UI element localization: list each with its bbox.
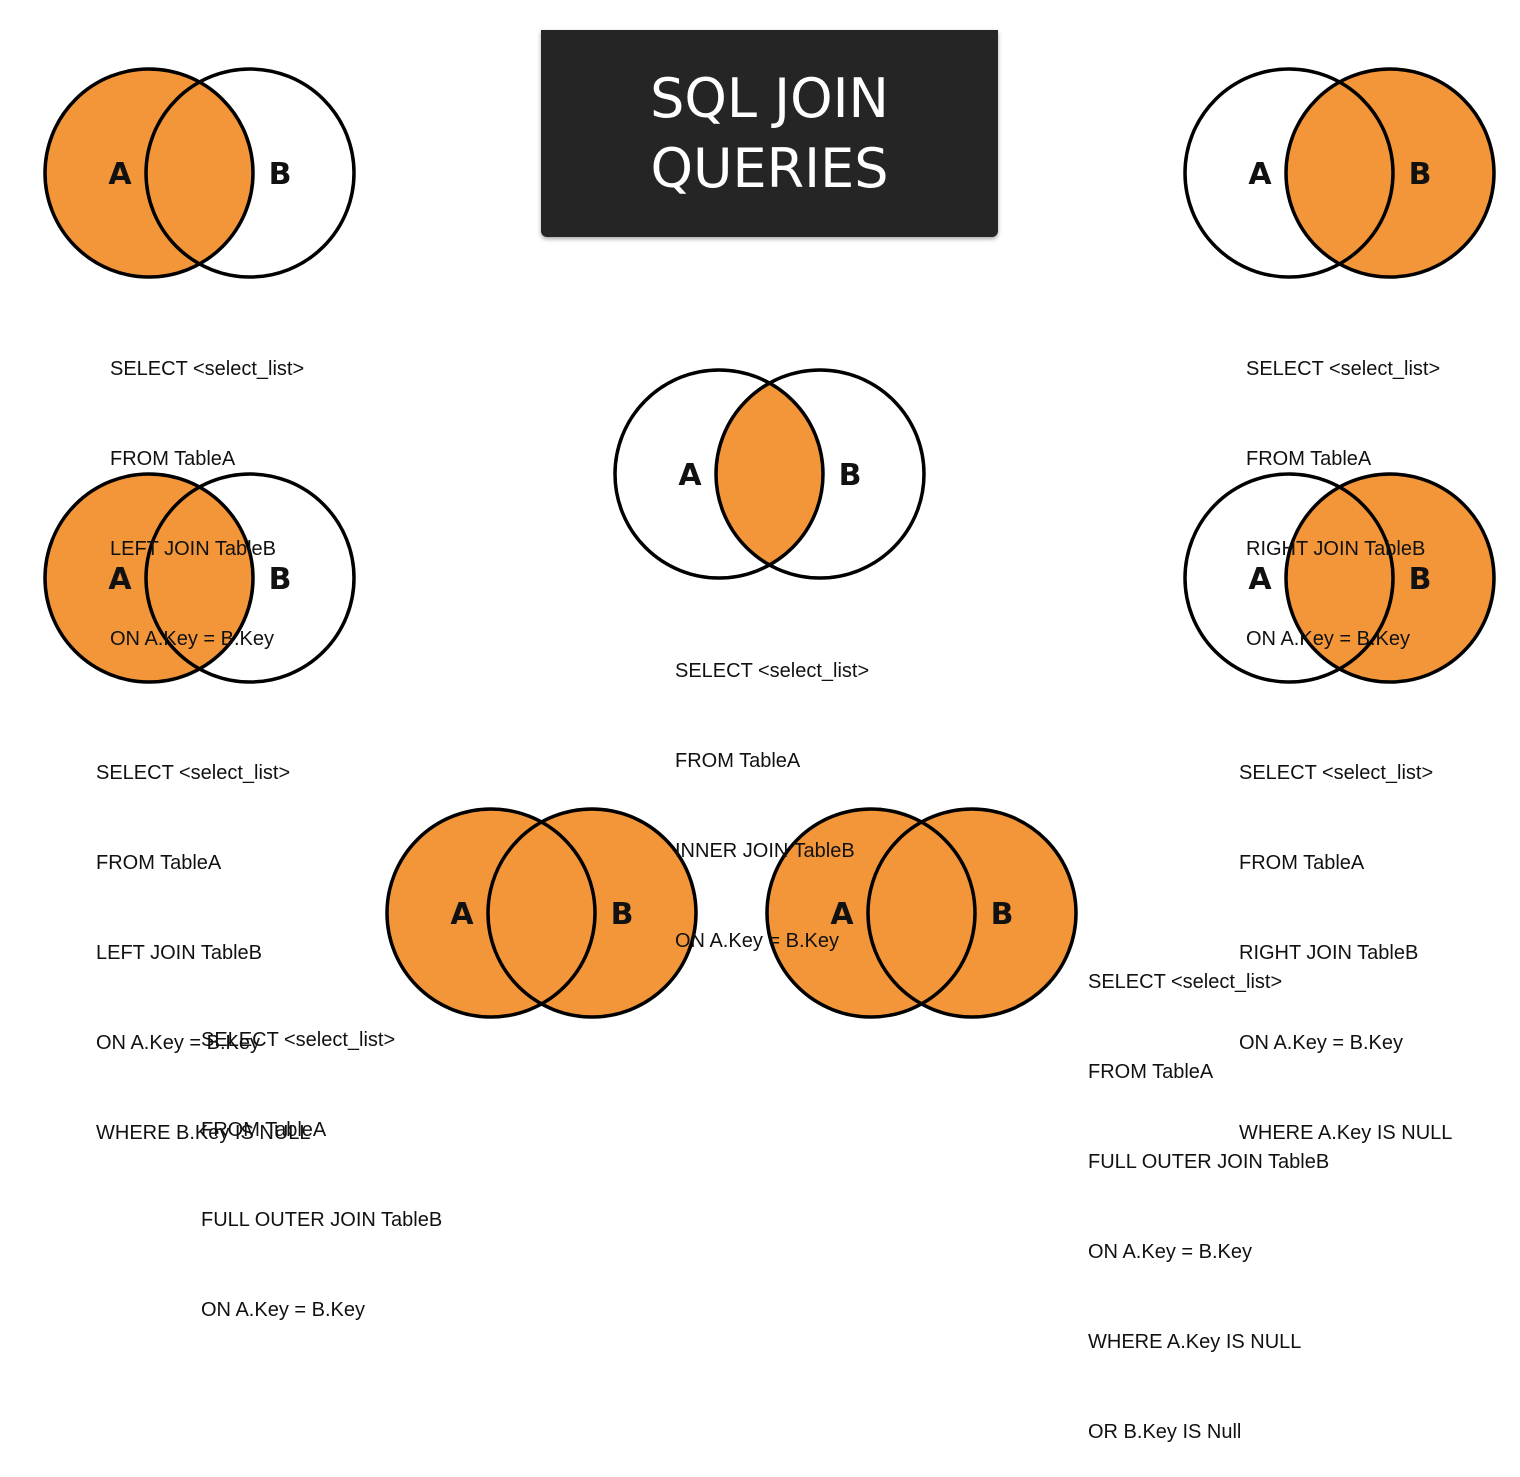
circle-a [385,807,597,1019]
sql-line: FROM TableA [1246,448,1372,470]
sql-line: ON A.Key = B.Key [201,1299,365,1321]
sql-left-join: SELECT <select_list> FROM TableA LEFT JO… [110,294,304,684]
sql-line: FULL OUTER JOIN TableB [1088,1151,1330,1173]
sql-line: OR B.Key IS Null [1088,1421,1242,1443]
circle-a [613,368,825,580]
label-a: A [678,458,702,493]
sql-line: SELECT <select_list> [96,762,291,784]
sql-line: ON A.Key = B.Key [96,1032,260,1054]
region-intersection [1286,82,1393,264]
sql-line: FROM TableA [201,1119,327,1141]
label-b: B [991,897,1014,932]
sql-line: FROM TableA [96,852,222,874]
label-a: A [1248,562,1272,597]
circle-b [714,368,926,580]
sql-line: SELECT <select_list> [1088,971,1283,993]
sql-full-outer-join: SELECT <select_list> FROM TableA FULL OU… [201,965,442,1355]
label-a: A [108,157,132,192]
label-b: B [1409,157,1432,192]
label-a: A [830,897,854,932]
title-line-1: SQL JOIN [650,66,889,130]
sql-line: SELECT <select_list> [1246,358,1441,380]
sql-inner-join: SELECT <select_list> FROM TableA INNER J… [675,596,869,986]
sql-line: ON A.Key = B.Key [110,628,274,650]
sql-line: RIGHT JOIN TableB [1239,942,1419,964]
sql-line: ON A.Key = B.Key [1088,1241,1252,1263]
circle-b [144,67,356,279]
circle-b [866,807,1078,1019]
label-b: B [269,562,292,597]
sql-line: FROM TableA [1239,852,1365,874]
label-a: A [108,562,132,597]
sql-line: SELECT <select_list> [675,660,870,682]
sql-line: ON A.Key = B.Key [675,930,839,952]
region-intersection [488,822,595,1004]
sql-line: FROM TableA [110,448,236,470]
region-a-only [45,474,254,682]
sql-line: SELECT <select_list> [201,1029,396,1051]
title-banner: SQL JOIN QUERIES [541,30,998,237]
sql-line: ON A.Key = B.Key [1239,1032,1403,1054]
sql-full-outer-anti-join: SELECT <select_list> FROM TableA FULL OU… [1088,907,1329,1477]
circle-b [144,472,356,684]
sql-line: LEFT JOIN TableB [110,538,276,560]
sql-line: FROM TableA [1088,1061,1214,1083]
label-b: B [1409,562,1432,597]
sql-line: RIGHT JOIN TableB [1246,538,1426,560]
sql-right-join: SELECT <select_list> FROM TableA RIGHT J… [1246,294,1440,684]
circle-b [1284,67,1496,279]
sql-line: FROM TableA [675,750,801,772]
label-a: A [1248,157,1272,192]
region-intersection [716,383,823,565]
circle-a [43,67,255,279]
sql-line: ON A.Key = B.Key [1246,628,1410,650]
region-b-only [868,809,1076,1017]
label-b: B [839,458,862,493]
sql-line: FULL OUTER JOIN TableB [201,1209,443,1231]
sql-line: SELECT <select_list> [1239,762,1434,784]
circle-b [1284,472,1496,684]
label-b: B [611,897,634,932]
region-intersection [145,82,254,264]
circle-a [765,807,977,1019]
sql-line: INNER JOIN TableB [675,840,855,862]
circle-a [1183,67,1395,279]
label-b: B [269,157,292,192]
circle-a [1183,472,1395,684]
sql-line: WHERE A.Key IS NULL [1088,1331,1302,1353]
circle-b [486,807,698,1019]
circle-a [43,472,255,684]
sql-line: SELECT <select_list> [110,358,305,380]
region-intersection [1286,487,1393,669]
sql-line: LEFT JOIN TableB [96,942,262,964]
title-line-2: QUERIES [650,136,889,200]
label-a: A [450,897,474,932]
